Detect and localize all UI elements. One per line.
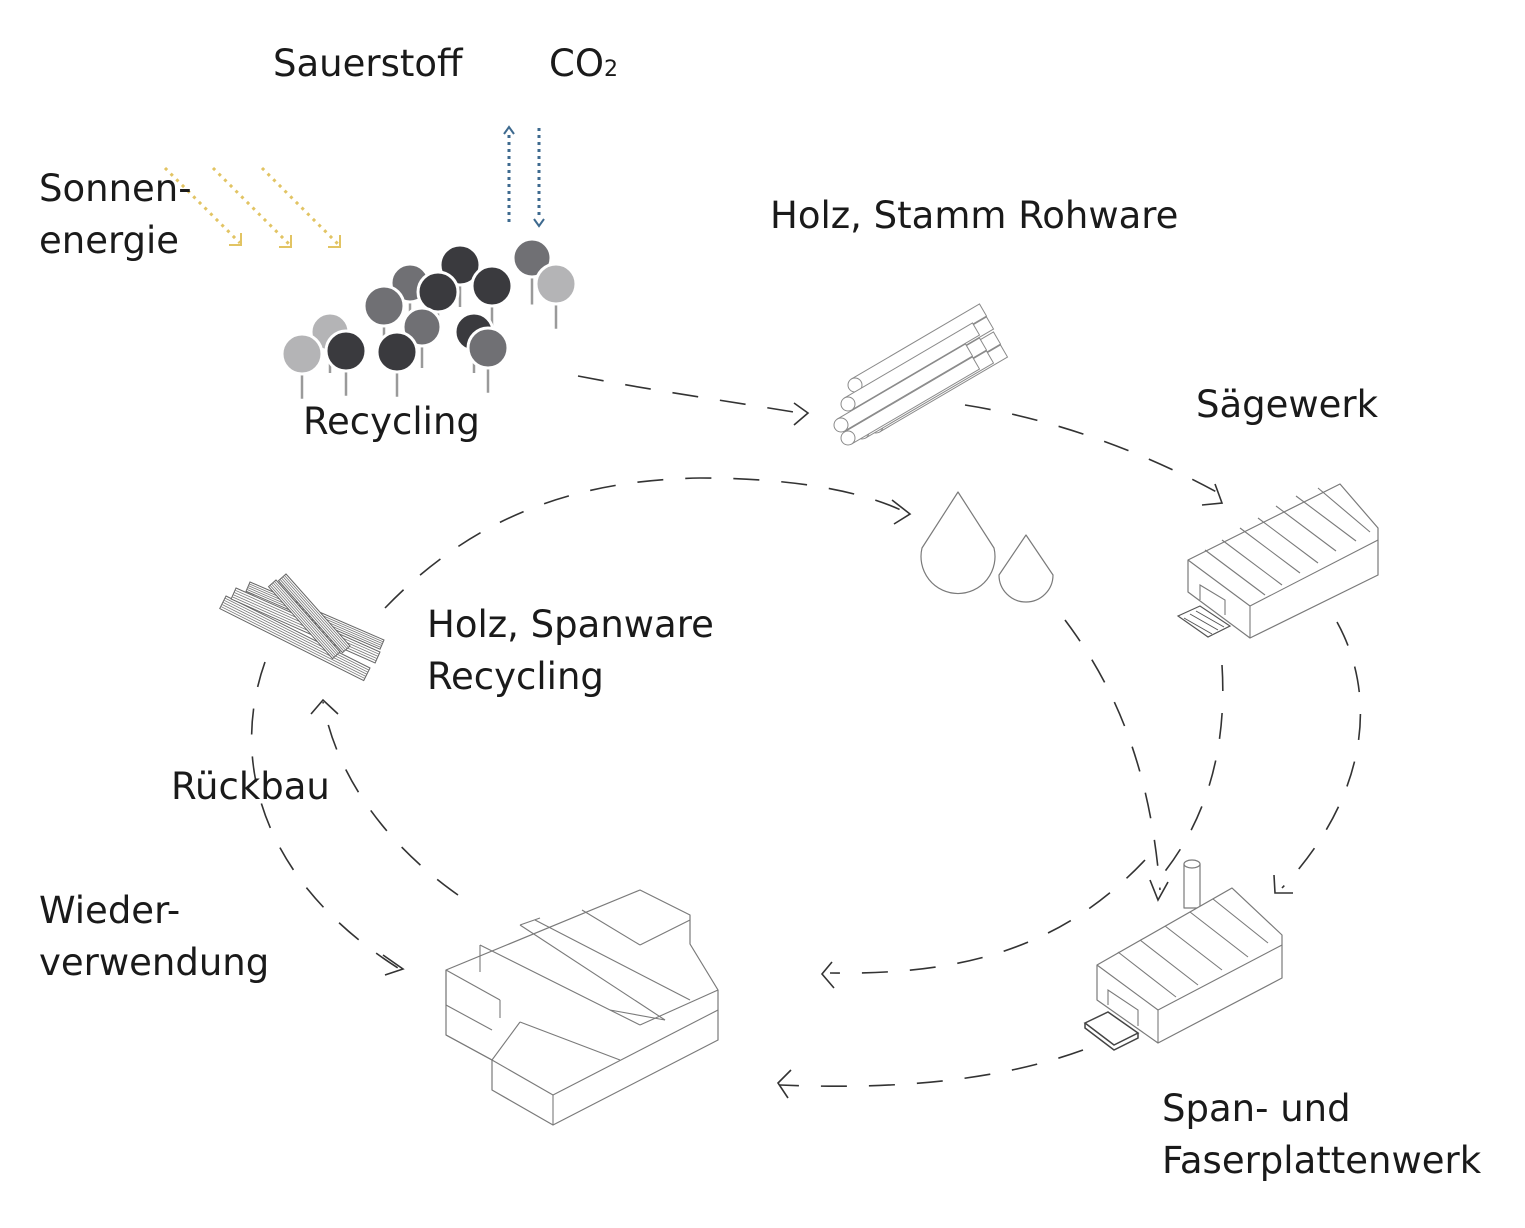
flow-factory-to-building-lower	[779, 1049, 1084, 1088]
sun-rays-icon	[163, 166, 341, 248]
water-drops-icon	[920, 491, 1054, 603]
flow-building-to-boards	[322, 701, 459, 896]
label-saegewerk: Sägewerk	[1196, 383, 1379, 426]
label-recycling-forest: Recycling	[303, 400, 480, 443]
flow-forest-to-logs	[577, 375, 801, 414]
flow-sawmill-to-factory	[1281, 621, 1362, 889]
flow-boards-to-building	[250, 661, 399, 969]
log-pile-icon	[833, 303, 1009, 446]
flow-drops-to-factory	[1064, 619, 1161, 891]
cycle-flow-lines	[250, 375, 1362, 1099]
label-wiederverwendung: Wieder- verwendung	[39, 889, 270, 984]
label-span-und-faserplattenwerk: Span- und Faserplattenwerk	[1162, 1087, 1482, 1182]
label-sonnenenergie: Sonnen- energie	[39, 167, 192, 262]
forest-icon	[280, 237, 578, 399]
flow-factory-to-building-upper	[829, 859, 1146, 974]
label-sauerstoff: Sauerstoff	[273, 42, 463, 85]
building-icon	[445, 889, 719, 1126]
label-holz-stamm-rohware: Holz, Stamm Rohware	[770, 194, 1179, 237]
fiberboard-factory-icon	[1083, 859, 1283, 1051]
flow-sawmill-down-left	[1157, 664, 1224, 881]
gas-exchange-arrows-icon	[503, 125, 545, 228]
label-holz-spanware-recycling: Holz, Spanware Recycling	[427, 603, 714, 698]
sawmill-icon	[1176, 483, 1379, 639]
board-stack-icon	[219, 573, 385, 682]
label-rueckbau: Rückbau	[171, 765, 330, 808]
flow-inner-loop	[384, 477, 906, 609]
flow-logs-to-sawmill	[964, 404, 1223, 496]
label-co2: CO2	[549, 42, 618, 85]
